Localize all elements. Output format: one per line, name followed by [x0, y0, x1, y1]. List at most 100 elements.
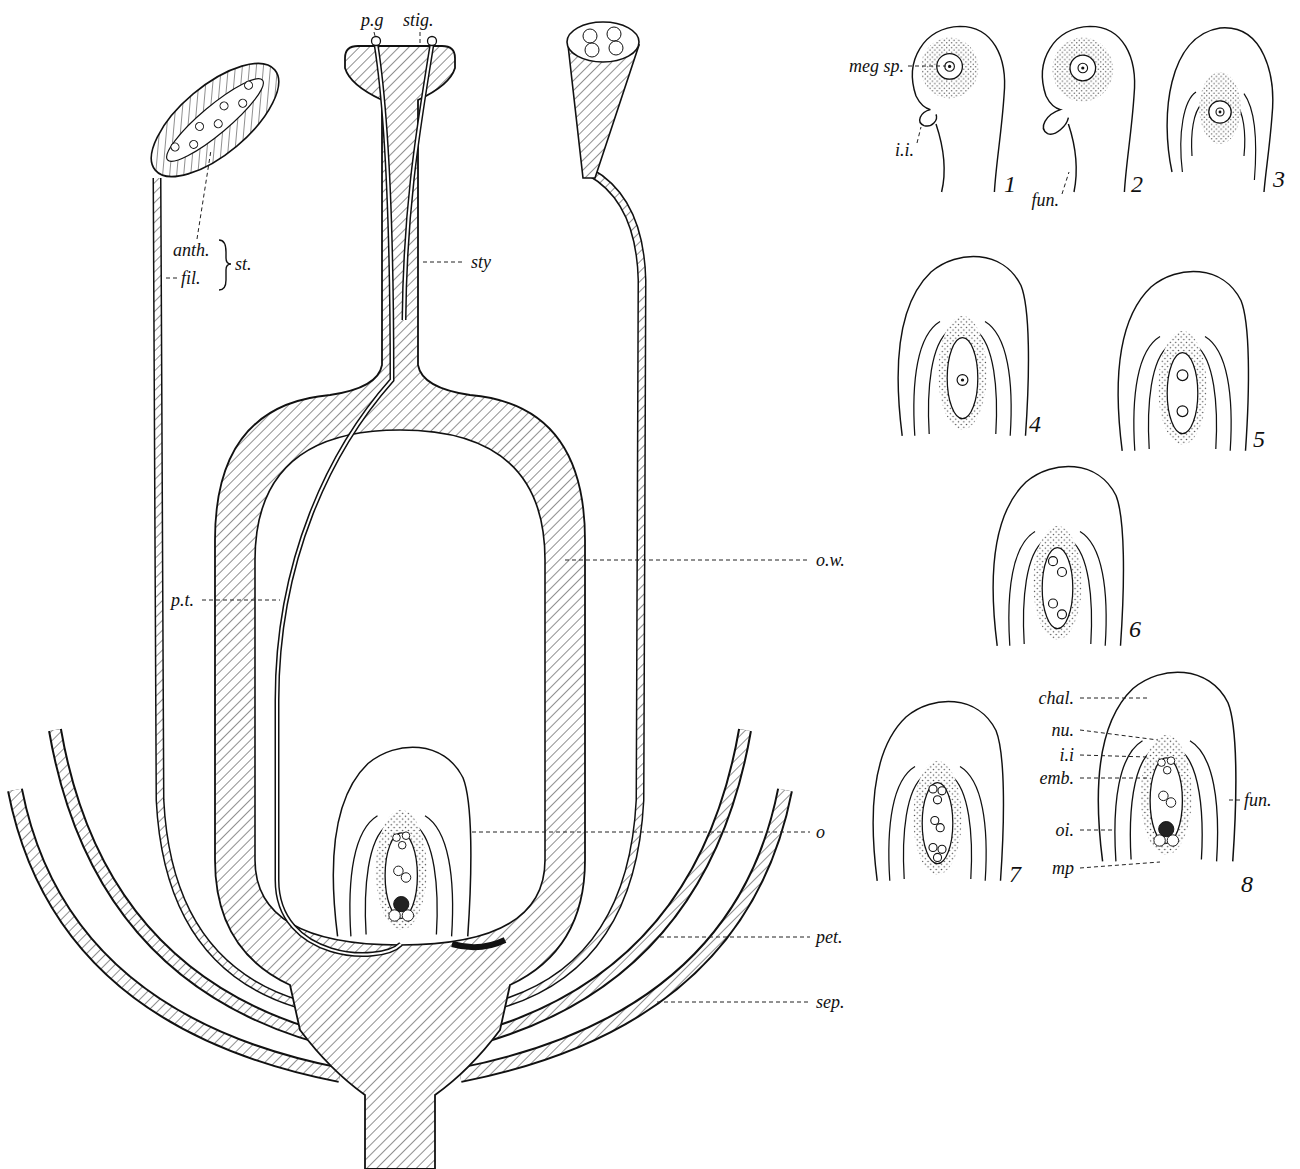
part-label: st. — [234, 254, 253, 275]
pistil — [215, 46, 585, 1169]
ovule-stage — [916, 96, 937, 126]
part-label: stig. — [402, 10, 435, 31]
anther — [243, 80, 254, 91]
ovule — [393, 834, 401, 842]
ovule-stage — [1177, 406, 1188, 417]
ovule-stage — [936, 824, 944, 832]
part-label: i.i. — [894, 140, 915, 161]
ovule-stage — [948, 65, 951, 68]
ovule-stage — [1078, 63, 1088, 73]
ovule-stage — [933, 853, 941, 861]
ovule-stage — [1177, 370, 1188, 381]
ovule-stage — [945, 62, 955, 72]
leader-line — [423, 262, 465, 263]
ovule-stage — [898, 257, 1028, 436]
anther — [568, 45, 639, 178]
ovule — [401, 873, 411, 883]
ovule-stage — [873, 702, 1003, 881]
ovule-stage — [1166, 798, 1176, 808]
part-label: anth. — [172, 240, 211, 261]
part-label: fun. — [1243, 790, 1273, 811]
anther — [609, 41, 623, 55]
pistil — [255, 430, 545, 945]
ovule-stage — [938, 787, 946, 795]
ovule-stage — [1081, 66, 1084, 69]
leader-line — [1080, 730, 1158, 740]
leader-line — [908, 66, 946, 67]
ovule-stage — [961, 378, 964, 381]
ovule-stage — [936, 124, 944, 192]
figure-number: 2 — [1130, 171, 1144, 199]
ovule-stage — [957, 375, 968, 386]
part-label: i.i — [1058, 745, 1075, 766]
leader-line — [1080, 755, 1147, 757]
leader-line — [660, 937, 810, 938]
leader-line — [420, 32, 421, 45]
leader-line — [657, 1002, 810, 1003]
leader-line — [374, 32, 375, 36]
ovule — [333, 747, 471, 936]
ovule-stage — [921, 38, 979, 99]
ovule-stage — [1043, 26, 1135, 192]
ovule-stage — [1159, 791, 1169, 801]
ovule-stage — [1058, 568, 1067, 577]
figure-number: 7 — [1008, 861, 1022, 889]
ovule-stage — [929, 843, 937, 851]
leader-line — [1080, 778, 1150, 779]
pollen-tube — [428, 37, 437, 46]
anther — [213, 118, 224, 129]
ovule-stage — [1098, 672, 1236, 861]
figure-number: 4 — [1028, 411, 1042, 439]
ovule-stage — [1199, 72, 1241, 144]
ovule — [452, 940, 505, 947]
leader-line — [1080, 698, 1150, 699]
ovule-stage — [913, 26, 1005, 192]
ovule-stage — [898, 257, 1028, 436]
anther — [607, 27, 621, 41]
figure-number: 1 — [1003, 171, 1017, 199]
ovule-stage — [1209, 101, 1231, 123]
ovule-stage — [1159, 822, 1174, 837]
anther — [169, 141, 180, 152]
part-label: p.t. — [170, 590, 195, 611]
ovule-stage — [1098, 672, 1236, 861]
ovule-stage — [1167, 28, 1273, 192]
ovule-stage — [1070, 55, 1096, 81]
ovule — [394, 866, 404, 876]
leader-line — [1062, 172, 1069, 194]
ovule-stage — [1052, 38, 1113, 102]
bracket — [219, 240, 231, 290]
pollen-tube — [372, 37, 381, 46]
part-label: o — [815, 822, 826, 843]
pistil — [215, 46, 585, 1169]
part-label: fil. — [180, 268, 202, 289]
leader-line — [472, 832, 810, 833]
ovule — [394, 897, 409, 912]
ovule-stage — [1216, 108, 1224, 116]
part-label: emb. — [1039, 768, 1076, 789]
part-label: fun. — [1030, 190, 1060, 211]
leader-line — [164, 278, 177, 279]
ovule — [333, 747, 505, 947]
anther — [194, 121, 205, 132]
anther — [133, 44, 296, 196]
leader-line — [917, 127, 921, 143]
ovule-stage — [933, 796, 941, 804]
anther — [567, 22, 639, 62]
part-label: chal. — [1038, 688, 1076, 709]
ovule — [333, 747, 471, 936]
part-label: o.w. — [815, 550, 846, 571]
anther — [218, 100, 229, 111]
anther — [567, 22, 639, 178]
anther — [159, 69, 272, 170]
leader-line — [1228, 800, 1240, 801]
ovule-stage — [1043, 26, 1135, 192]
ovule-stage — [931, 816, 939, 824]
anther — [585, 43, 599, 57]
ovule-stage — [1163, 766, 1171, 774]
ovule-stage — [929, 785, 937, 793]
ovule-stage — [1167, 28, 1273, 192]
part-label: oi. — [1054, 820, 1075, 841]
